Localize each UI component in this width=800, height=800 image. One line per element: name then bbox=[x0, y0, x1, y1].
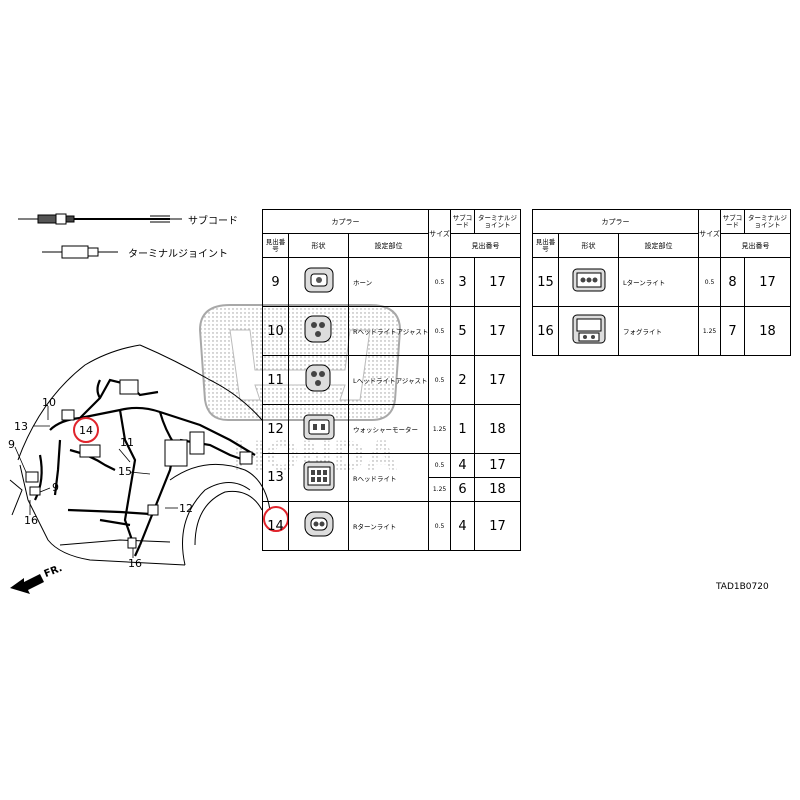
header-shape: 形状 bbox=[288, 233, 349, 258]
location: フォグライト bbox=[617, 306, 700, 356]
table-row: 14 Rターンライト 0.5 4 17 bbox=[262, 501, 522, 551]
ref-no: 9 bbox=[262, 257, 289, 307]
header-coupler: カプラー bbox=[261, 209, 430, 234]
connector-shape-icon bbox=[288, 257, 349, 307]
sub-cord: 4 bbox=[450, 453, 476, 478]
size: 0.5 bbox=[428, 257, 452, 307]
coupler-table-right: カプラー サイズ サブコード ターミナルジョイント 見出番号 形状 設定部位 見… bbox=[531, 209, 792, 356]
ref-no: 11 bbox=[262, 355, 289, 405]
sub-cord: 8 bbox=[720, 257, 746, 307]
ref-no: 12 bbox=[262, 404, 289, 454]
location: Rヘッドライトアジャスト bbox=[347, 306, 430, 356]
header-coupler: カプラー bbox=[531, 209, 700, 234]
terminal-joint: 18 bbox=[474, 404, 522, 454]
sub-cord: 5 bbox=[450, 306, 476, 356]
connector-shape-icon bbox=[558, 306, 619, 356]
callout-9-left: 9 bbox=[8, 438, 15, 451]
terminal-joint: 17 bbox=[744, 257, 792, 307]
table-row: 16 フォグライト 1.25 7 18 bbox=[532, 306, 792, 356]
header-ref-no-short: 見出番号 bbox=[450, 233, 522, 258]
location: Lヘッドライトアジャスト bbox=[347, 355, 430, 405]
table-row: 10 Rヘッドライトアジャスト 0.5 5 17 bbox=[262, 306, 522, 356]
connector-shape-icon bbox=[288, 453, 349, 502]
table-row: 13 Rヘッドライト 0.5 4 17 bbox=[262, 453, 522, 502]
ref-no: 15 bbox=[532, 257, 559, 307]
location: Rヘッドライト bbox=[347, 453, 430, 502]
size: 0.5 bbox=[428, 306, 452, 356]
table-row: 15 Lターンライト 0.5 8 17 bbox=[532, 257, 792, 307]
header-shape: 形状 bbox=[558, 233, 619, 258]
connector-shape-icon bbox=[558, 257, 619, 307]
location: ホーン bbox=[347, 257, 430, 307]
terminal-joint: 18 bbox=[744, 306, 792, 356]
callout-13: 13 bbox=[14, 420, 28, 433]
header-location: 設定部位 bbox=[347, 233, 430, 258]
sub-cord: 4 bbox=[450, 501, 476, 551]
ref-no: 14 bbox=[262, 501, 289, 551]
header-location: 設定部位 bbox=[617, 233, 700, 258]
legend-sub-cord-label: サブコード bbox=[188, 216, 238, 227]
terminal-joint: 17 bbox=[474, 355, 522, 405]
header-ref-no-short: 見出番号 bbox=[720, 233, 792, 258]
car-body-outline bbox=[9, 344, 271, 566]
size: 0.5 bbox=[428, 453, 452, 478]
ref-no: 10 bbox=[262, 306, 289, 356]
location: ウォッシャーモーター bbox=[347, 404, 430, 454]
callout-15: 15 bbox=[118, 465, 132, 478]
table-row: 11 Lヘッドライトアジャスト 0.5 2 17 bbox=[262, 355, 522, 405]
callout-10: 10 bbox=[42, 396, 56, 409]
coupler-table-left: カプラー サイズ サブコード ターミナルジョイント 見出番号 形状 設定部位 見… bbox=[261, 209, 522, 551]
terminal-joint: 18 bbox=[474, 477, 522, 502]
table-row: 1.25 6 18 bbox=[263, 477, 522, 502]
callout-12: 12 bbox=[179, 502, 193, 515]
ref-no: 13 bbox=[262, 453, 289, 502]
highlight-circle-diagram-14 bbox=[73, 417, 99, 443]
terminal-joint: 17 bbox=[474, 257, 522, 307]
terminal-joint: 17 bbox=[474, 306, 522, 356]
sub-cord: 1 bbox=[450, 404, 476, 454]
terminal-joint: 17 bbox=[474, 453, 522, 478]
part-code: TAD1B0720 bbox=[716, 582, 769, 592]
header-terminal-joint: ターミナルジョイント bbox=[744, 209, 792, 234]
location: Rターンライト bbox=[347, 501, 430, 551]
header-terminal-joint: ターミナルジョイント bbox=[474, 209, 522, 234]
sub-cord: 3 bbox=[450, 257, 476, 307]
table-row: 9 ホーン 0.5 3 17 bbox=[262, 257, 522, 307]
header-ref-no: 見出番号 bbox=[262, 233, 289, 258]
front-arrow-icon bbox=[10, 574, 44, 594]
callout-11: 11 bbox=[120, 436, 134, 449]
callout-9-lower: 9 bbox=[52, 481, 59, 494]
sub-cord: 7 bbox=[720, 306, 746, 356]
connector-shape-icon bbox=[288, 501, 349, 551]
callout-16-left: 16 bbox=[24, 514, 38, 527]
sub-cord-icon bbox=[18, 213, 182, 225]
sub-cord: 6 bbox=[450, 477, 476, 502]
ref-no: 16 bbox=[532, 306, 559, 356]
sub-cord: 2 bbox=[450, 355, 476, 405]
header-sub-cord: サブコード bbox=[450, 209, 476, 234]
terminal-joint: 17 bbox=[474, 501, 522, 551]
connector-shape-icon bbox=[288, 355, 349, 405]
callout-leaders bbox=[14, 406, 178, 558]
size: 1.25 bbox=[428, 477, 452, 502]
size: 0.5 bbox=[698, 257, 722, 307]
connector-shape-icon bbox=[288, 404, 349, 454]
size: 1.25 bbox=[698, 306, 722, 356]
size: 0.5 bbox=[428, 355, 452, 405]
size: 1.25 bbox=[428, 404, 452, 454]
callout-14: 14 bbox=[79, 424, 93, 437]
header-ref-no: 見出番号 bbox=[532, 233, 559, 258]
header-sub-cord: サブコード bbox=[720, 209, 746, 234]
location: Lターンライト bbox=[617, 257, 700, 307]
header-size: サイズ bbox=[698, 209, 722, 258]
legend-terminal-joint-label: ターミナルジョイント bbox=[128, 249, 228, 260]
callout-16-bottom: 16 bbox=[128, 557, 142, 570]
connector-shape-icon bbox=[288, 306, 349, 356]
harness-components bbox=[25, 379, 253, 549]
terminal-joint-icon bbox=[42, 245, 118, 259]
header-size: サイズ bbox=[428, 209, 452, 258]
table-row: 12 ウォッシャーモーター 1.25 1 18 bbox=[262, 404, 522, 454]
size: 0.5 bbox=[428, 501, 452, 551]
